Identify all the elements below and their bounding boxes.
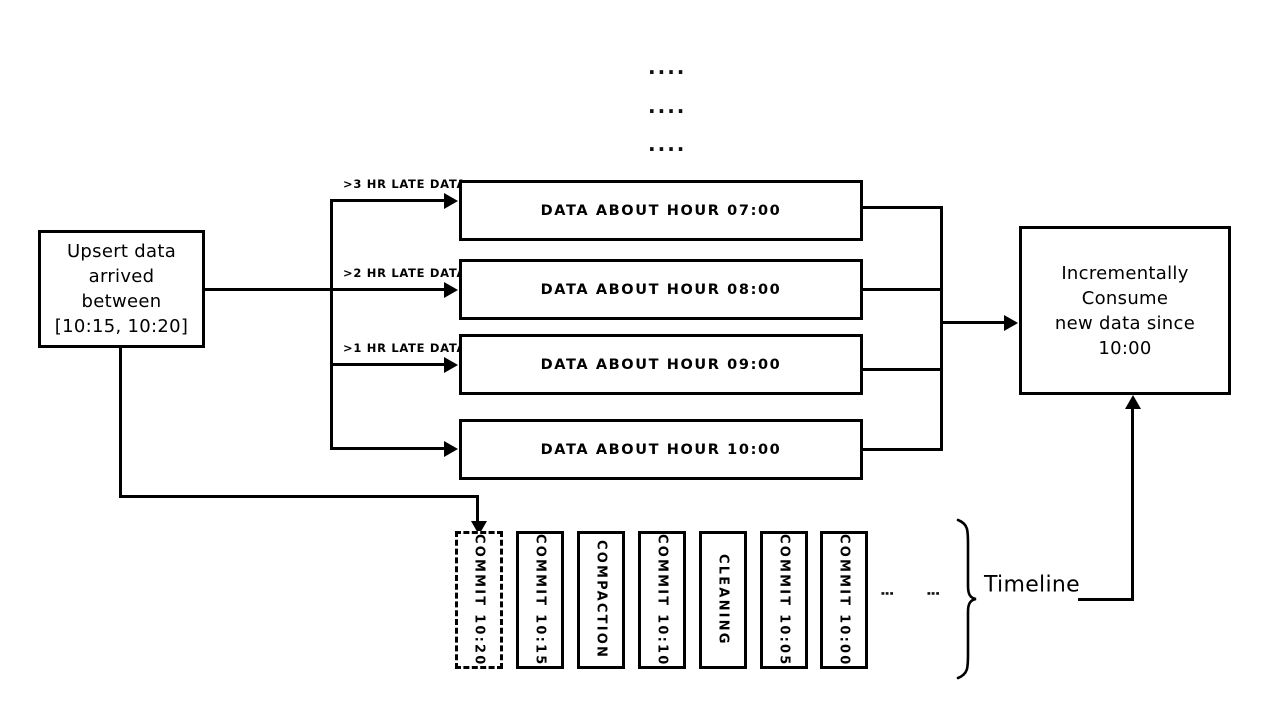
timeline-commit-label-commit-1000: COMMIT 10:00 xyxy=(836,533,852,667)
edge-branch-hour-07 xyxy=(330,199,445,202)
timeline-ellipsis-1: ⋮ xyxy=(878,586,896,604)
upsert-source-label: Upsert data arrived between [10:15, 10:2… xyxy=(54,241,189,337)
edge-commit-down-segment xyxy=(476,495,479,523)
merge-stub-hour-08 xyxy=(862,288,943,291)
incremental-consume-node[interactable]: Incrementally Consume new data since 10:… xyxy=(1019,226,1231,395)
partition-box-hour-08[interactable]: DATA ABOUT HOUR 08:00 xyxy=(459,259,863,320)
incremental-consume-label: Incrementally Consume new data since 10:… xyxy=(1054,262,1196,359)
timeline-commit-compaction[interactable]: COMPACTION xyxy=(577,531,625,669)
partition-label-hour-09: DATA ABOUT HOUR 09:00 xyxy=(540,356,782,373)
arrowhead-sink xyxy=(1004,314,1018,331)
edge-branch-hour-09 xyxy=(330,363,445,366)
merge-stub-hour-10 xyxy=(862,448,943,451)
merge-rail-vertical xyxy=(940,206,943,451)
edge-branch-hour-08 xyxy=(330,288,445,291)
merge-stub-hour-09 xyxy=(862,368,943,371)
arrowhead-hour-07 xyxy=(444,192,458,209)
timeline-ellipsis-2: ⋮ xyxy=(924,586,942,604)
timeline-label: Timeline xyxy=(984,572,1080,598)
ellipsis-top-3: .... xyxy=(648,132,687,156)
timeline-commit-commit-1005[interactable]: COMMIT 10:05 xyxy=(760,531,808,669)
edge-source-right-segment xyxy=(119,495,479,498)
ellipsis-top-2: .... xyxy=(648,94,687,118)
partition-box-hour-10[interactable]: DATA ABOUT HOUR 10:00 xyxy=(459,419,863,480)
edge-source-to-fan xyxy=(205,288,333,291)
upsert-source-node[interactable]: Upsert data arrived between [10:15, 10:2… xyxy=(38,230,205,348)
timeline-commit-label-compaction: COMPACTION xyxy=(593,540,609,660)
timeline-commit-label-commit-1010: COMMIT 10:10 xyxy=(654,533,670,667)
arrowhead-hour-08 xyxy=(444,281,458,298)
edge-branch-hour-10 xyxy=(330,447,445,450)
partition-label-hour-08: DATA ABOUT HOUR 08:00 xyxy=(540,281,782,298)
arrowhead-hour-10 xyxy=(444,440,458,457)
edge-label-late-1hr: >1 HR LATE DATA xyxy=(343,341,467,355)
timeline-commit-label-commit-1015: COMMIT 10:15 xyxy=(532,533,548,667)
timeline-commit-commit-1020[interactable]: COMMIT 10:20 xyxy=(455,531,503,669)
partition-label-hour-07: DATA ABOUT HOUR 07:00 xyxy=(540,202,782,219)
timeline-commit-cleaning[interactable]: CLEANING xyxy=(699,531,747,669)
edge-fan-trunk xyxy=(330,199,333,449)
timeline-commit-label-cleaning: CLEANING xyxy=(715,554,731,646)
merge-stub-hour-07 xyxy=(862,206,943,209)
timeline-commit-commit-1000[interactable]: COMMIT 10:00 xyxy=(820,531,868,669)
edge-label-late-3hr: >3 HR LATE DATA xyxy=(343,177,467,191)
timeline-commit-commit-1010[interactable]: COMMIT 10:10 xyxy=(638,531,686,669)
ellipsis-top-1: .... xyxy=(648,55,687,79)
edge-timeline-to-riser xyxy=(1078,598,1134,601)
arrowhead-hour-09 xyxy=(444,356,458,373)
timeline-commit-label-commit-1005: COMMIT 10:05 xyxy=(776,533,792,667)
edge-source-down-segment xyxy=(119,348,122,498)
edge-timeline-riser xyxy=(1131,409,1134,599)
partition-box-hour-07[interactable]: DATA ABOUT HOUR 07:00 xyxy=(459,180,863,241)
edge-label-late-2hr: >2 HR LATE DATA xyxy=(343,266,467,280)
timeline-brace xyxy=(952,518,978,680)
partition-box-hour-09[interactable]: DATA ABOUT HOUR 09:00 xyxy=(459,334,863,395)
partition-label-hour-10: DATA ABOUT HOUR 10:00 xyxy=(540,441,782,458)
timeline-commit-label-commit-1020: COMMIT 10:20 xyxy=(471,533,487,667)
arrowhead-timeline-to-sink xyxy=(1124,395,1141,409)
edge-merge-to-sink xyxy=(940,321,1006,324)
timeline-commit-commit-1015[interactable]: COMMIT 10:15 xyxy=(516,531,564,669)
